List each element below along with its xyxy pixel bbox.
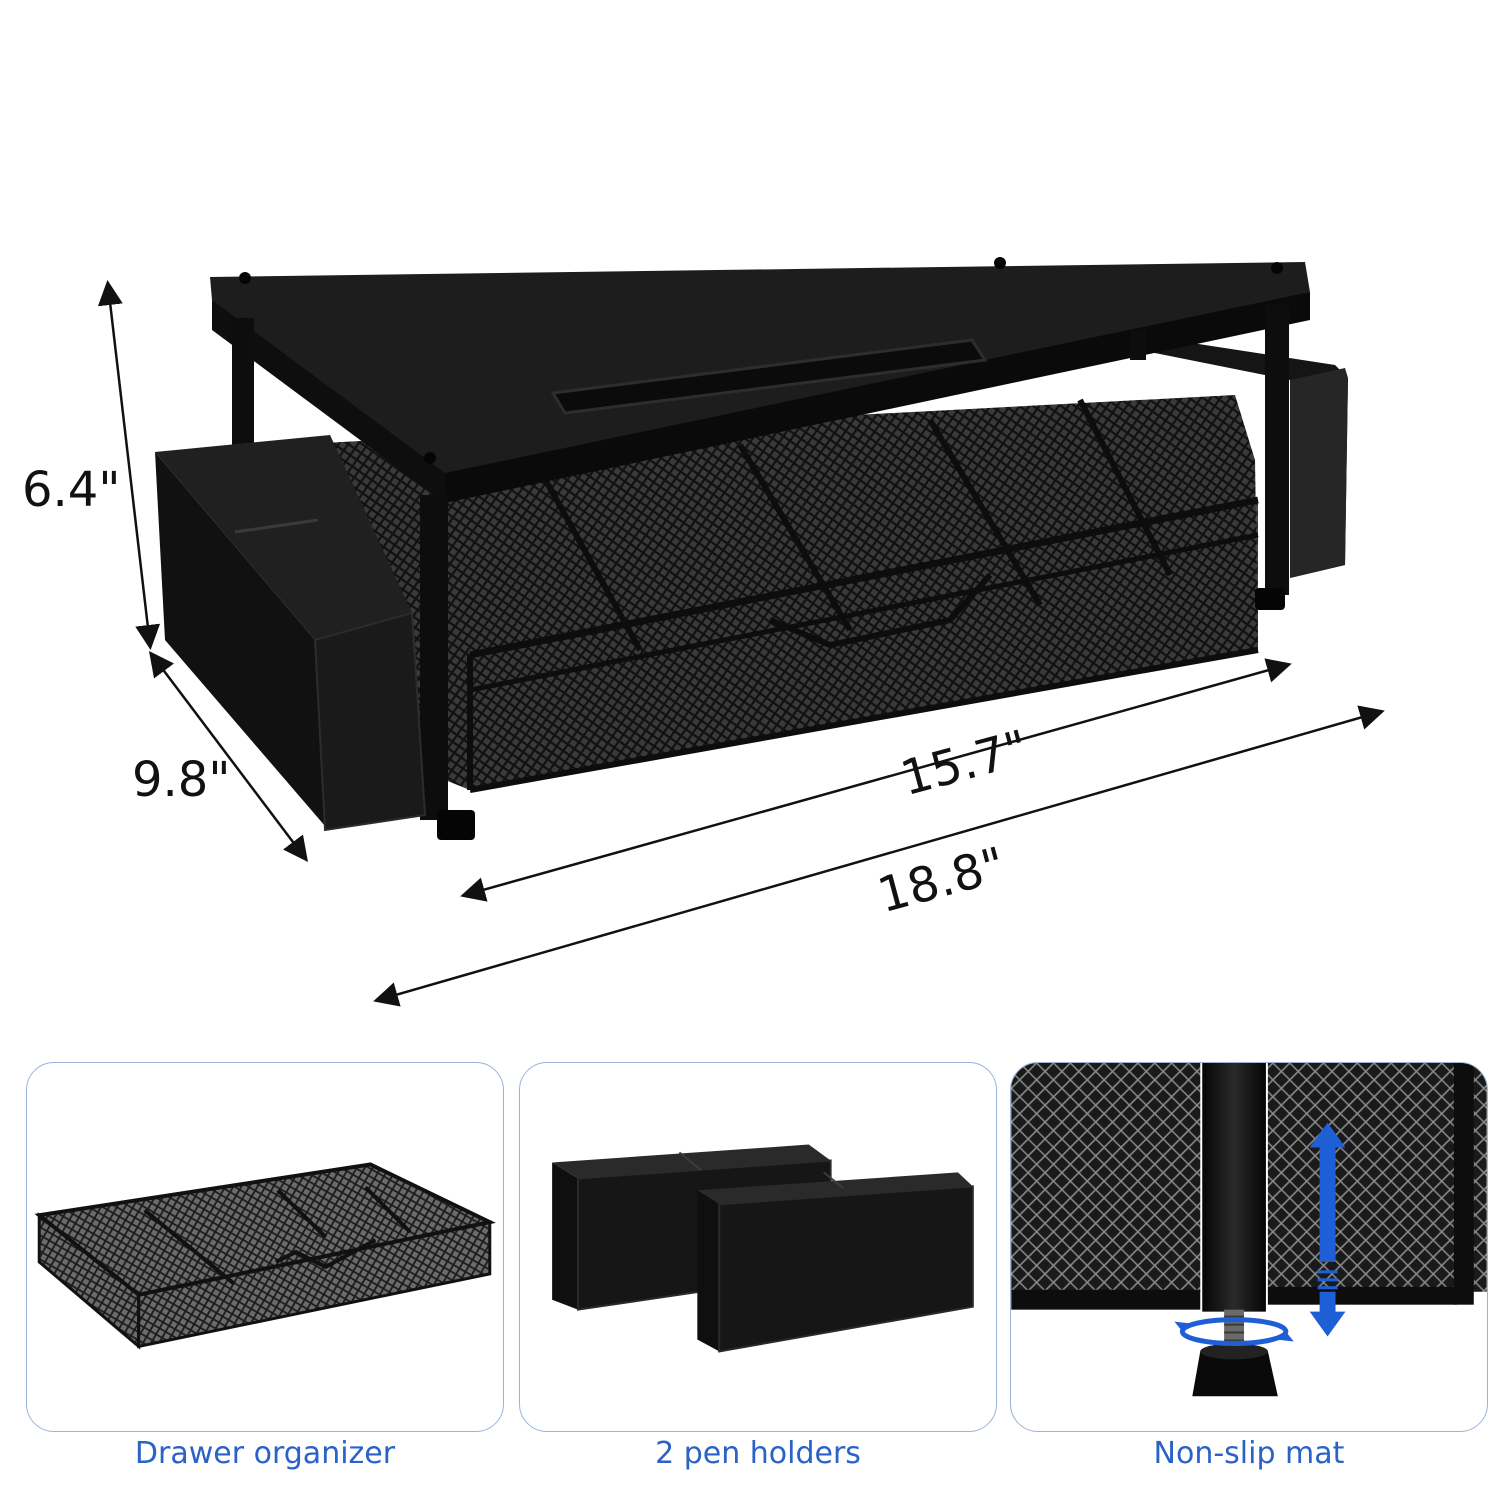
left-pen-holder <box>155 435 427 832</box>
adjustable-foot-icon <box>1011 1063 1487 1397</box>
pen-holder-icon <box>552 1144 974 1353</box>
height-label: 6.4" <box>22 462 121 518</box>
mesh-drawer <box>285 395 1259 793</box>
outer-width-dimension-line <box>373 705 1385 1007</box>
mesh-tray-icon <box>34 1162 496 1350</box>
caption-non-slip-mat: Non-slip mat <box>1153 1436 1345 1471</box>
feature-panel-non-slip-mat <box>1010 1062 1488 1432</box>
top-shelf <box>210 257 1310 840</box>
caption-pen-holders: 2 pen holders <box>655 1436 861 1471</box>
caption-drawer-organizer: Drawer organizer <box>134 1436 396 1471</box>
depth-dimension-line <box>148 651 309 862</box>
feature-panel-pen-holders <box>519 1062 997 1432</box>
right-pen-holder <box>1140 335 1348 578</box>
feature-panel-drawer-organizer <box>26 1062 504 1432</box>
product-illustration <box>97 257 1385 1007</box>
depth-label: 9.8" <box>132 752 231 808</box>
height-dimension-line <box>97 280 161 650</box>
